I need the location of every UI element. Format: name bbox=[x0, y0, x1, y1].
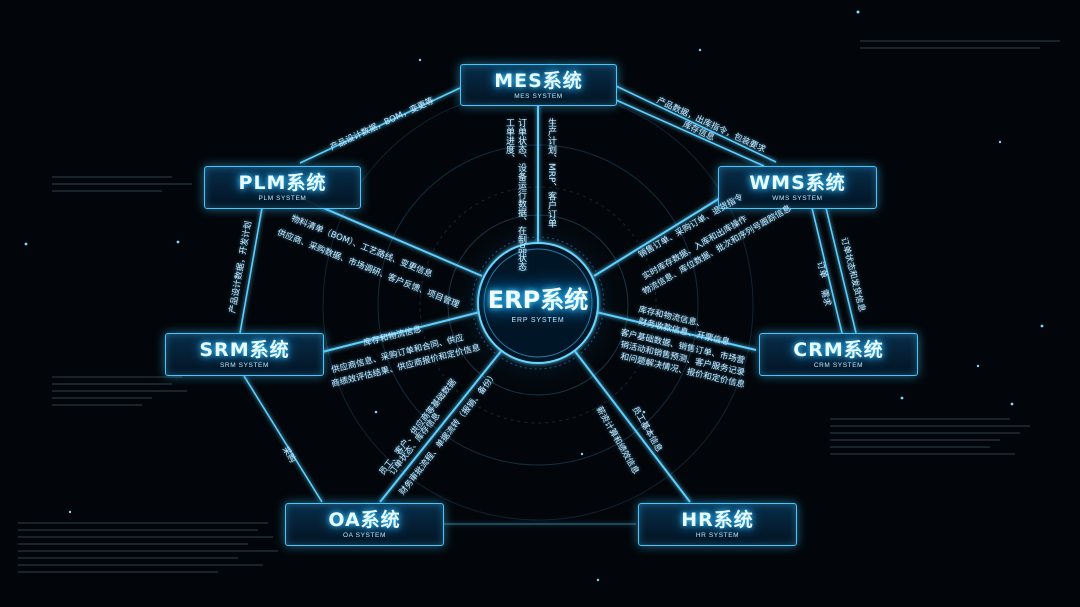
node-oa[interactable]: OA系统 OA SYSTEM bbox=[285, 503, 444, 546]
node-wms-subtitle: WMS SYSTEM bbox=[772, 195, 823, 202]
node-mes[interactable]: MES系统 MES SYSTEM bbox=[460, 64, 617, 106]
edge-srm-oa bbox=[243, 375, 323, 503]
node-srm[interactable]: SRM系统 SRM SYSTEM bbox=[165, 333, 324, 376]
center-disc bbox=[471, 236, 605, 370]
node-erp-title: ERP系统 bbox=[487, 286, 589, 314]
spoke-wms bbox=[593, 197, 721, 277]
node-srm-subtitle: SRM SYSTEM bbox=[220, 362, 269, 369]
spoke-oa bbox=[379, 349, 503, 503]
node-crm-subtitle: CRM SYSTEM bbox=[813, 362, 864, 369]
edge-wms-crm-a bbox=[825, 207, 857, 334]
node-crm-title: CRM系统 bbox=[793, 339, 884, 361]
node-plm[interactable]: PLM系统 PLM SYSTEM bbox=[204, 166, 361, 209]
node-plm-title: PLM系统 bbox=[238, 172, 327, 194]
background-text-decoration bbox=[18, 40, 1060, 573]
node-hr[interactable]: HR系统 HR SYSTEM bbox=[638, 503, 797, 546]
outer-connections bbox=[239, 85, 857, 525]
node-hr-title: HR系统 bbox=[681, 509, 754, 531]
node-oa-subtitle: OA SYSTEM bbox=[343, 532, 386, 539]
edge-wms-crm-b bbox=[811, 207, 843, 334]
edge-mes-wms-a bbox=[615, 85, 777, 163]
spoke-hr bbox=[573, 349, 691, 503]
spoke-crm bbox=[595, 311, 757, 351]
node-hr-subtitle: HR SYSTEM bbox=[695, 532, 740, 539]
node-oa-title: OA系统 bbox=[328, 509, 401, 531]
node-erp[interactable]: ERP系统 ERP SYSTEM bbox=[478, 246, 598, 358]
sparkles bbox=[24, 10, 1044, 582]
node-wms-title: WMS系统 bbox=[749, 172, 846, 194]
edge-plm-mes bbox=[299, 87, 461, 164]
spoke-srm bbox=[321, 311, 481, 353]
edge-label-mes-erp-2: 工单进度、 bbox=[504, 118, 514, 163]
node-mes-subtitle: MES SYSTEM bbox=[514, 92, 563, 100]
edge-label-mes-erp-1: 订单状态、设备运行数据、在制品状态 bbox=[516, 118, 526, 271]
node-plm-subtitle: PLM SYSTEM bbox=[258, 195, 307, 202]
node-wms[interactable]: WMS系统 WMS SYSTEM bbox=[718, 166, 877, 209]
node-srm-title: SRM系统 bbox=[199, 339, 290, 361]
edge-plm-srm bbox=[239, 207, 263, 334]
node-crm[interactable]: CRM系统 CRM SYSTEM bbox=[759, 333, 918, 376]
edge-label-mes-erp-3: 生产计划、MRP、客户订单 bbox=[546, 118, 556, 228]
center-spokes bbox=[299, 106, 757, 503]
spoke-plm bbox=[299, 197, 483, 277]
node-mes-title: MES系统 bbox=[494, 69, 583, 92]
node-erp-subtitle: ERP SYSTEM bbox=[511, 317, 565, 324]
edge-mes-wms-b bbox=[615, 99, 765, 167]
